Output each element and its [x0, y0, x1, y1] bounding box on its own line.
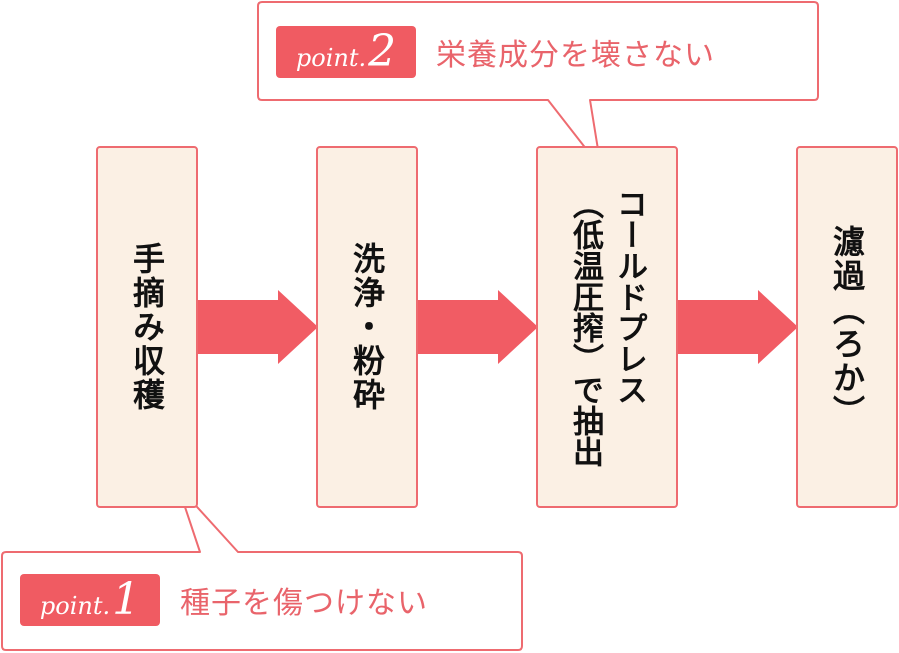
point-1-badge-number: 1 — [112, 574, 141, 625]
step-box-2: 洗浄・粉砕 — [316, 146, 418, 508]
point-2-badge-number: 2 — [368, 26, 397, 77]
step-label-2: 洗浄・粉砕 — [348, 242, 386, 412]
step-label-1: 手摘み収穫 — [128, 242, 166, 412]
arrow-1 — [198, 290, 318, 364]
step-box-1: 手摘み収穫 — [96, 146, 198, 508]
point-2-badge: point. 2 — [276, 26, 416, 78]
point-1-badge-word: point. — [39, 592, 111, 620]
arrow-3 — [678, 290, 798, 364]
step-label-4: 濾過（ろか） — [828, 225, 866, 429]
step-label-3: コールドプレス （低温圧搾）で抽出 — [567, 187, 647, 467]
step-box-4: 濾過（ろか） — [796, 146, 898, 508]
arrow-2 — [418, 290, 538, 364]
point-1-text: 種子を傷つけない — [180, 586, 428, 621]
point-2-badge-word: point. — [295, 44, 367, 72]
point-1-badge: point. 1 — [20, 574, 160, 626]
point-2-text: 栄養成分を壊さない — [436, 38, 715, 73]
step-box-3: コールドプレス （低温圧搾）で抽出 — [536, 146, 678, 508]
